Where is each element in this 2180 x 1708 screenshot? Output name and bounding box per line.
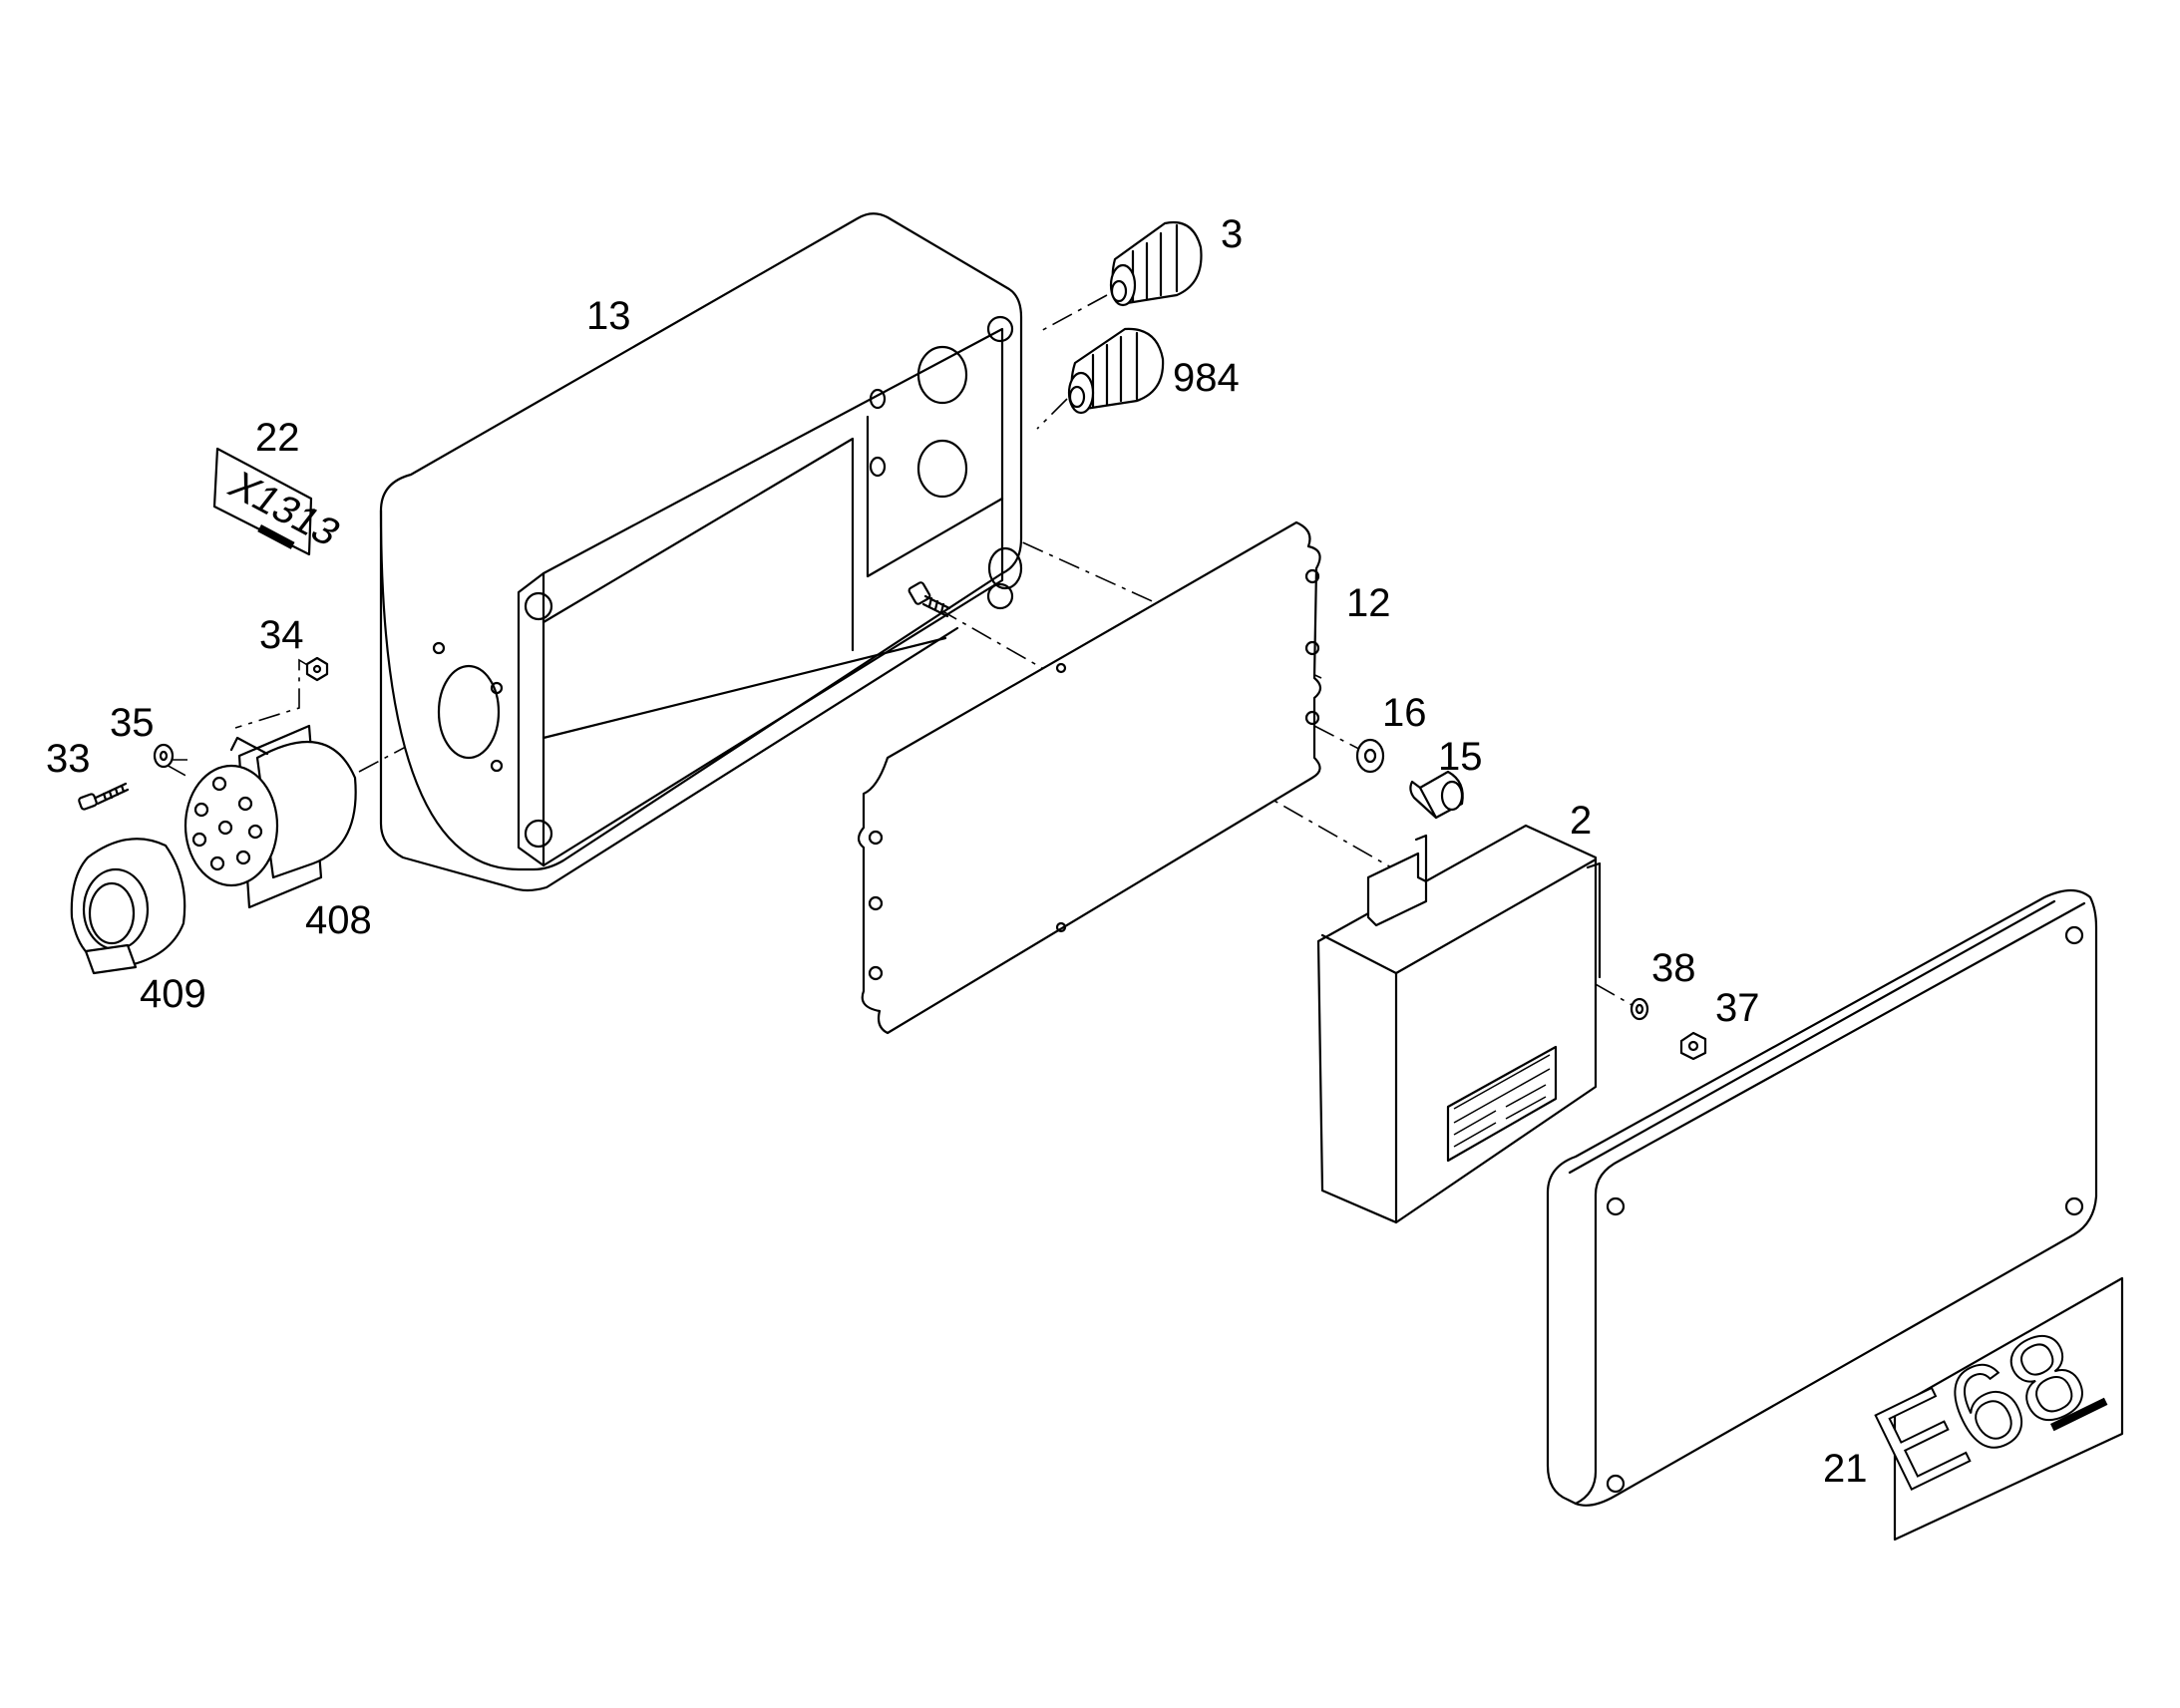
connector-408 — [183, 724, 357, 909]
callout-22: 22 — [255, 416, 300, 460]
label-plate-22: X1313 — [212, 447, 349, 556]
enclosure-box — [379, 212, 1023, 892]
callout-15: 15 — [1438, 735, 1483, 779]
module-rating-label — [1446, 1045, 1558, 1163]
cable-gland-3 — [1109, 220, 1203, 307]
electronic-module-2 — [1316, 824, 1602, 1224]
stud-bolt — [908, 581, 951, 618]
callout-12: 12 — [1346, 581, 1391, 625]
callout-37: 37 — [1715, 986, 1760, 1030]
connector-pins — [191, 776, 263, 871]
callout-labels: 3 984 13 22 34 35 33 408 409 12 16 15 2 … — [46, 212, 1868, 1491]
cap-409 — [70, 838, 186, 975]
callout-409: 409 — [140, 972, 206, 1016]
callout-21: 21 — [1823, 1447, 1868, 1491]
screw-33 — [78, 782, 130, 811]
callout-408: 408 — [305, 898, 372, 942]
callout-16: 16 — [1382, 691, 1427, 735]
callout-13: 13 — [586, 294, 631, 338]
cable-gland-984 — [1067, 327, 1165, 415]
callout-34: 34 — [259, 613, 304, 657]
callout-3: 3 — [1221, 212, 1243, 256]
enclosure-cover — [1546, 888, 2098, 1507]
mounting-plate-12 — [857, 520, 1322, 1035]
washer-38 — [1630, 997, 1649, 1021]
nut-37 — [1679, 1031, 1707, 1061]
nut-34 — [305, 656, 329, 682]
screw-15 — [1409, 770, 1464, 820]
callout-33: 33 — [46, 737, 91, 781]
callout-984: 984 — [1173, 356, 1240, 400]
washer-16 — [1355, 738, 1385, 774]
callout-35: 35 — [110, 701, 155, 745]
washer-35 — [153, 743, 175, 769]
callout-38: 38 — [1651, 946, 1696, 990]
callout-2: 2 — [1570, 799, 1592, 843]
